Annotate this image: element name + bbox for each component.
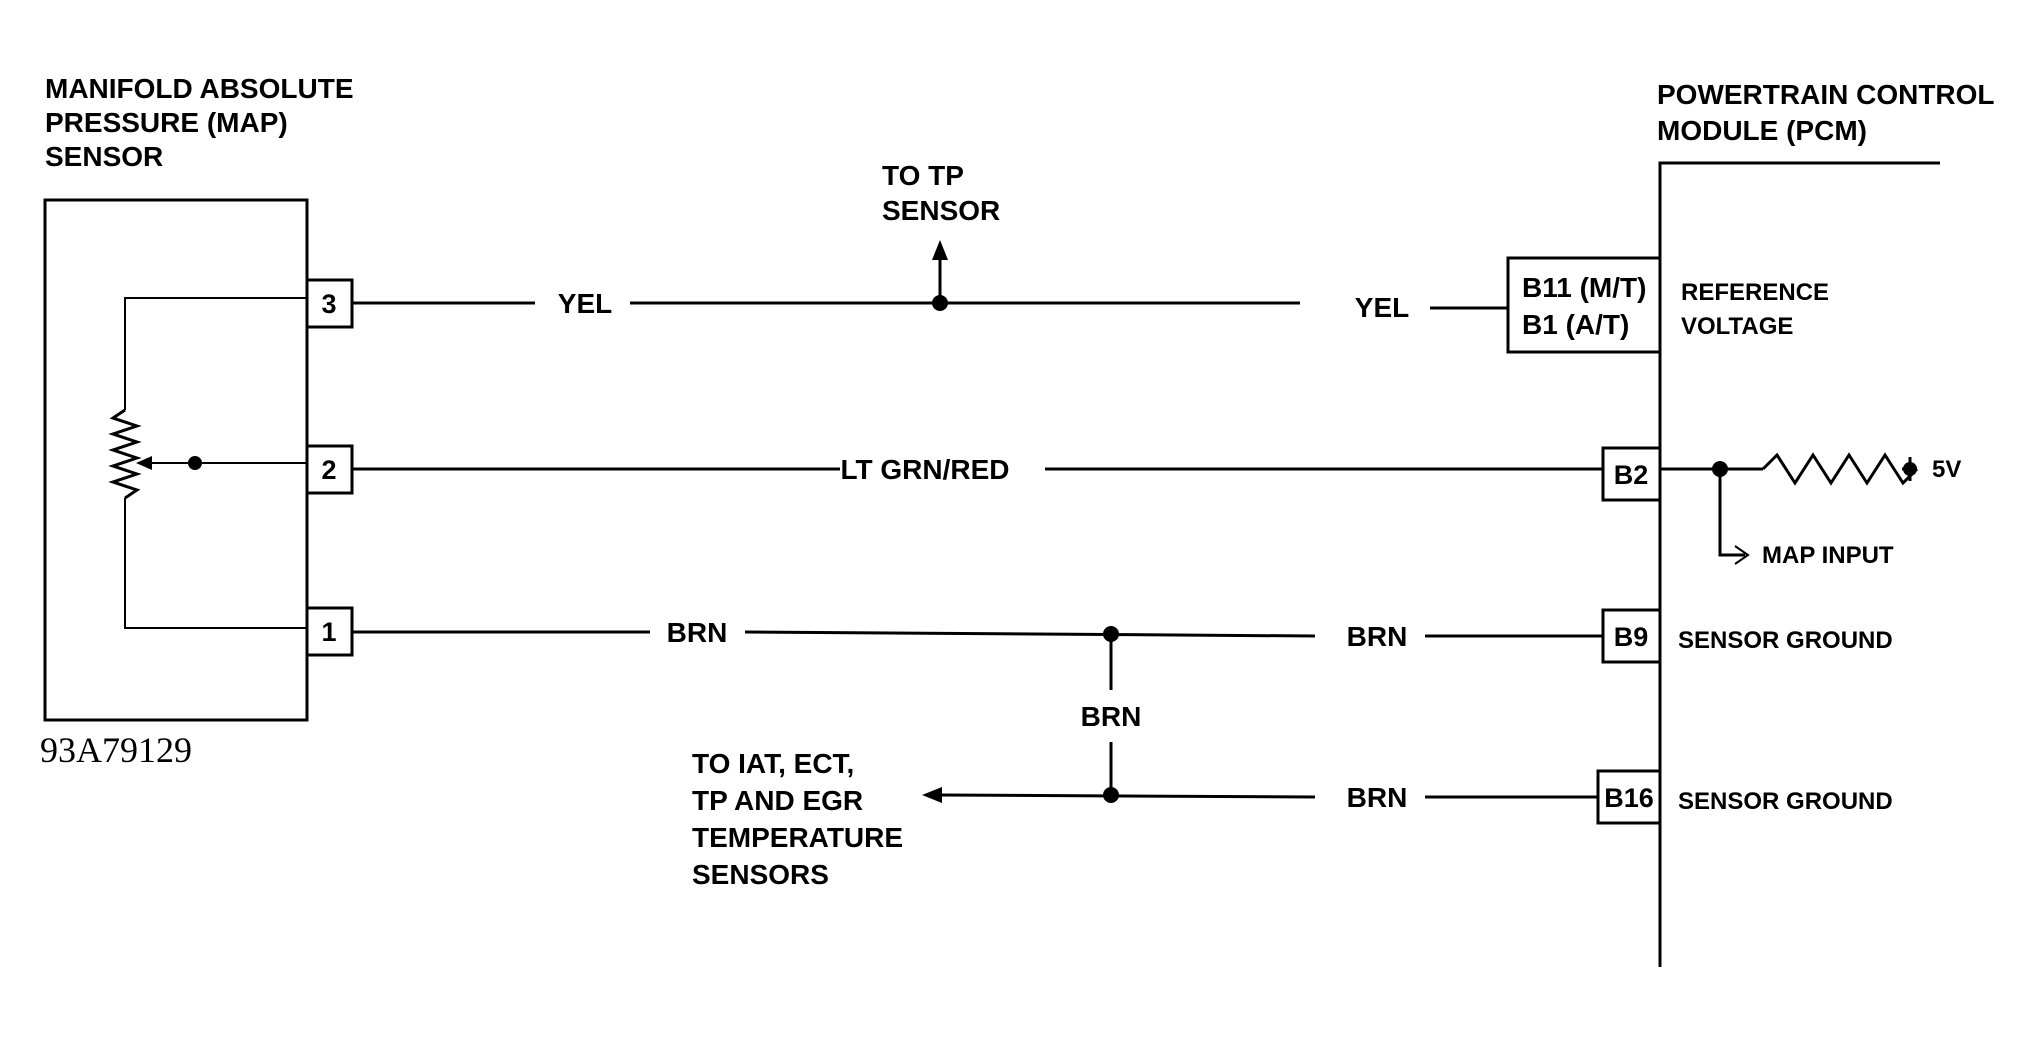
sensor-ground-b16-label: SENSOR GROUND — [1678, 788, 1893, 815]
map-pin-1-box — [305, 606, 354, 657]
wiper-arrow-icon — [136, 456, 152, 470]
brn-vertical-label: BRN — [1081, 701, 1142, 732]
pcm-pin-b2: B2 — [1614, 460, 1649, 490]
pcm-pin-b9-box — [1601, 608, 1662, 664]
supply-voltage-label: 5V — [1932, 456, 1961, 483]
pcm-pin-b16-box — [1596, 769, 1662, 825]
map-internal-ground-wire — [124, 498, 307, 629]
pcm-pin-b1: B1 (A/T) — [1522, 309, 1629, 340]
to-sensors-line-3: TEMPERATURE — [692, 822, 903, 853]
figure-code: 93A79129 — [40, 730, 192, 770]
pcm-pin-b9: B9 — [1614, 622, 1649, 652]
pcm-pin-b16: B16 — [1604, 783, 1654, 813]
pcm: POWERTRAIN CONTROL MODULE (PCM) B11 (M/T… — [1506, 79, 1995, 967]
map-sensor-title-line-2: PRESSURE (MAP) — [45, 107, 288, 138]
map-input-wire — [1718, 469, 1745, 557]
to-tp-line-1: TO TP — [882, 160, 964, 191]
yel-wire-label-right: YEL — [1355, 292, 1409, 323]
yel-wire-label-left: YEL — [558, 288, 612, 319]
brn-wire-label-right: BRN — [1347, 621, 1408, 652]
reference-voltage-line-2: VOLTAGE — [1681, 313, 1793, 340]
map-sensor: MANIFOLD ABSOLUTE PRESSURE (MAP) SENSOR … — [40, 73, 354, 770]
to-sensors-line-1: TO IAT, ECT, — [692, 748, 854, 779]
map-pin-1-label: 1 — [321, 617, 336, 647]
map-sensor-title-line-3: SENSOR — [45, 141, 163, 172]
to-tp-line-2: SENSOR — [882, 195, 1000, 226]
to-sensors-arrow-icon — [922, 787, 942, 803]
potentiometer-resistor — [108, 408, 142, 500]
brn-wire-seg-2 — [744, 630, 1316, 638]
map-sensor-title-line-1: MANIFOLD ABSOLUTE — [45, 73, 354, 104]
brn-lower-seg-1 — [939, 793, 1316, 799]
pcm-title-line-1: POWERTRAIN CONTROL — [1657, 79, 1995, 110]
map-internal-ref-wire — [124, 297, 307, 410]
wires: YEL YEL TO TP SENSOR LT GRN/RED BRN BRN … — [352, 160, 1603, 890]
map-sensor-body — [43, 198, 309, 722]
map-pin-3-label: 3 — [321, 289, 336, 319]
map-input-label: MAP INPUT — [1762, 542, 1894, 569]
map-input-arrow-icon — [1734, 545, 1750, 565]
brn-lower-label: BRN — [1347, 782, 1408, 813]
to-sensors-line-2: TP AND EGR — [692, 785, 863, 816]
lt-grn-red-wire-label: LT GRN/RED — [840, 454, 1009, 485]
tp-arrow-icon — [932, 240, 948, 260]
pcm-title-line-2: MODULE (PCM) — [1657, 115, 1867, 146]
reference-voltage-line-1: REFERENCE — [1681, 279, 1829, 306]
pcm-outline — [1658, 161, 1940, 967]
map-pin-2-label: 2 — [321, 455, 336, 485]
sensor-ground-b9-label: SENSOR GROUND — [1678, 627, 1893, 654]
brn-wire-label-left: BRN — [667, 617, 728, 648]
to-sensors-line-4: SENSORS — [692, 859, 829, 890]
pcm-pin-b11: B11 (M/T) — [1522, 272, 1646, 303]
pull-up-resistor — [1761, 452, 1919, 486]
supply-terminal-dot — [1903, 462, 1917, 476]
wiper-junction-dot — [188, 456, 202, 470]
pcm-pin-b2-box — [1601, 446, 1662, 502]
pcm-ref-pin-box — [1506, 256, 1662, 354]
